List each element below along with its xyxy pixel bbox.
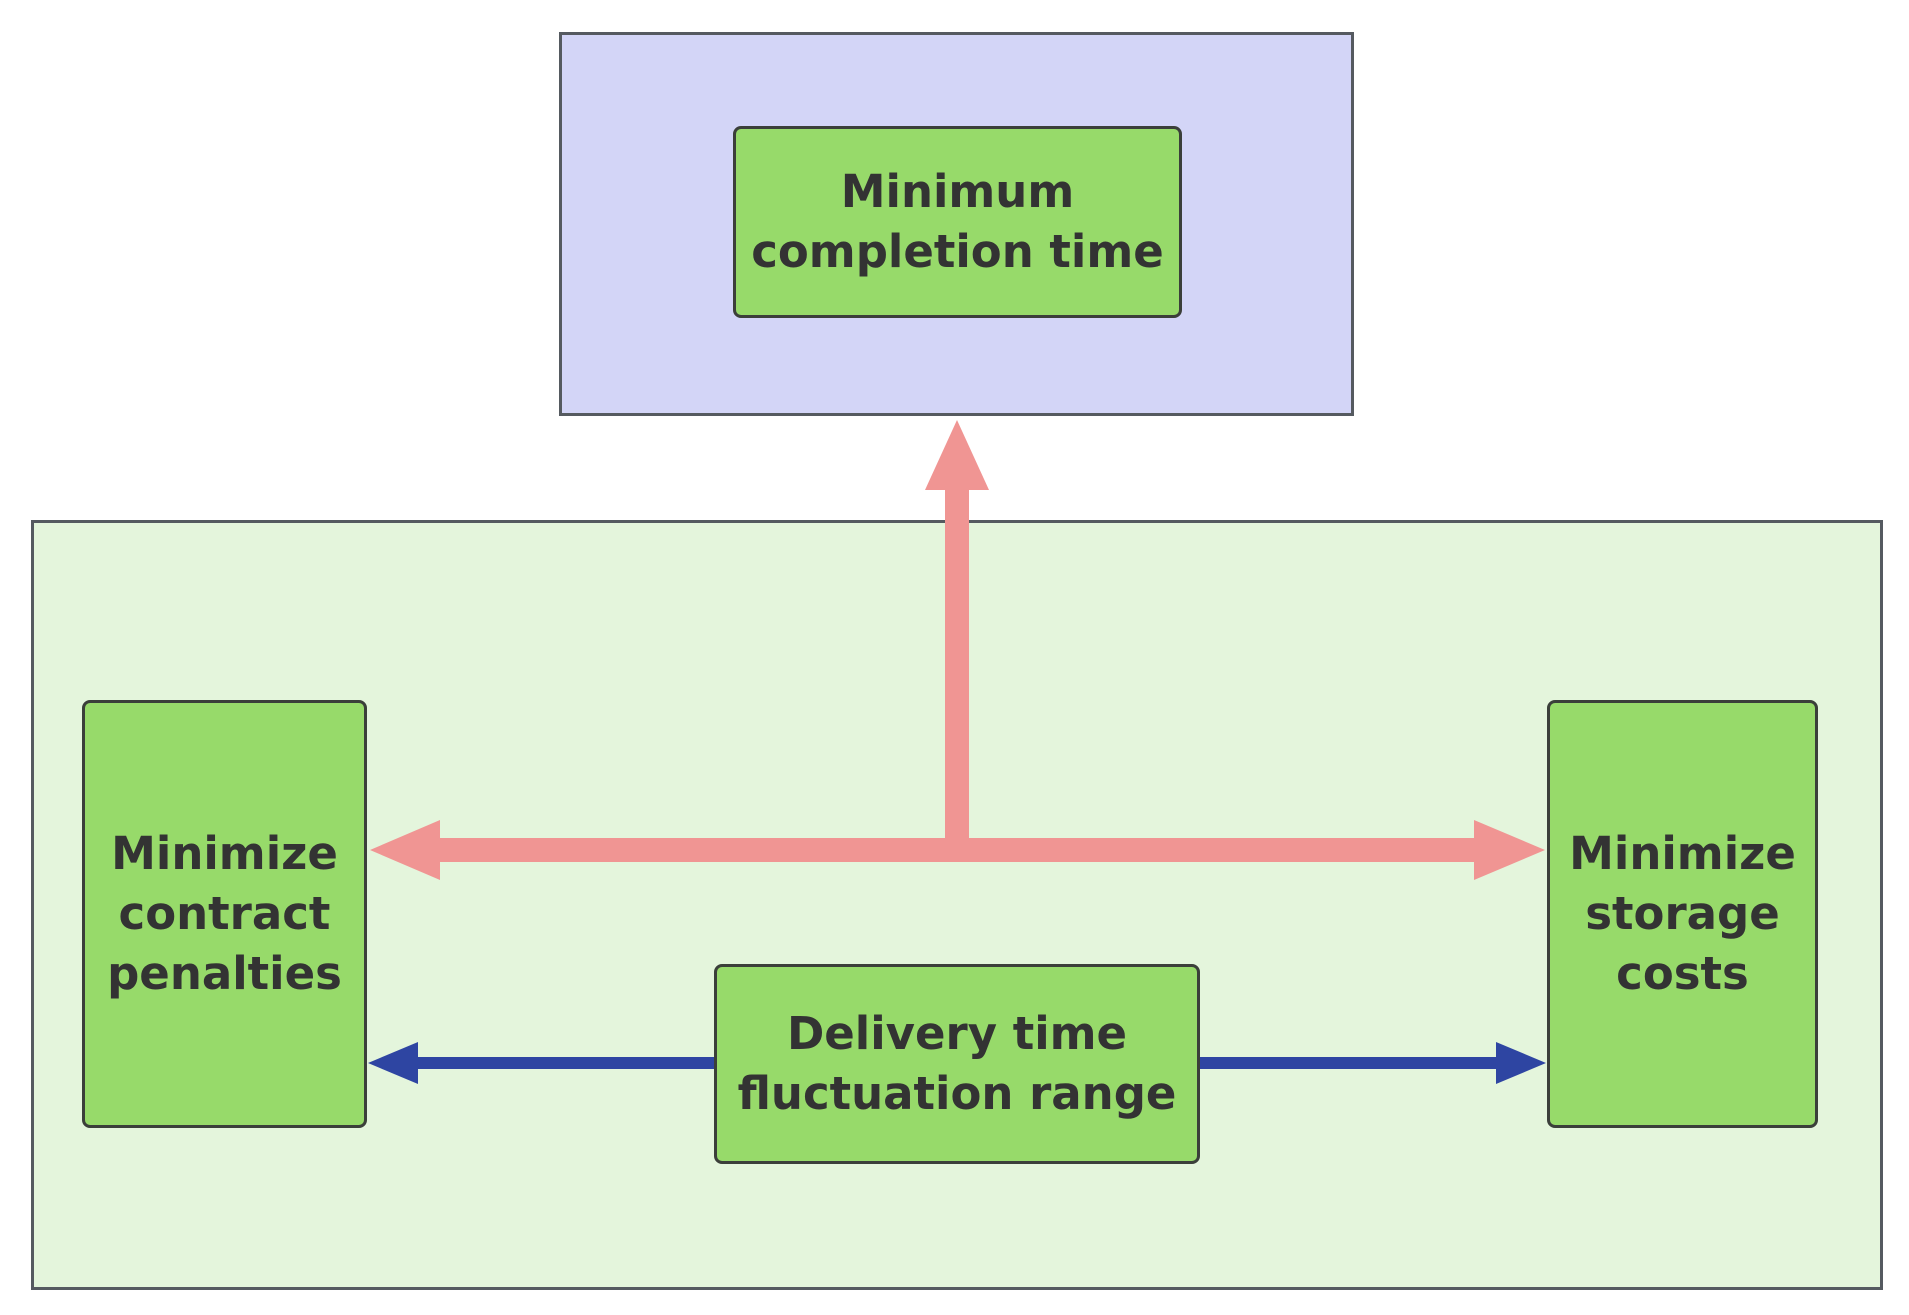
node-label-line: contract bbox=[118, 887, 331, 940]
node-label-line: completion time bbox=[751, 225, 1164, 278]
node-label-line: Minimize bbox=[1569, 827, 1796, 880]
delivery-time-fluctuation-range-node: Delivery time fluctuation range bbox=[714, 964, 1200, 1164]
node-label-line: Minimum bbox=[840, 165, 1075, 218]
node-label-line: costs bbox=[1616, 947, 1749, 1000]
node-label-line: storage bbox=[1585, 887, 1780, 940]
node-label-line: Minimize bbox=[111, 827, 338, 880]
node-label-line: Delivery time bbox=[786, 1007, 1128, 1060]
node-label-line: fluctuation range bbox=[737, 1067, 1177, 1120]
node-label-line: penalties bbox=[107, 947, 342, 1000]
minimize-storage-costs-node: Minimize storage costs bbox=[1547, 700, 1818, 1128]
minimize-contract-penalties-node: Minimize contract penalties bbox=[82, 700, 367, 1128]
pink-arrowhead-up bbox=[925, 420, 989, 490]
minimum-completion-time-node: Minimum completion time bbox=[733, 126, 1182, 318]
